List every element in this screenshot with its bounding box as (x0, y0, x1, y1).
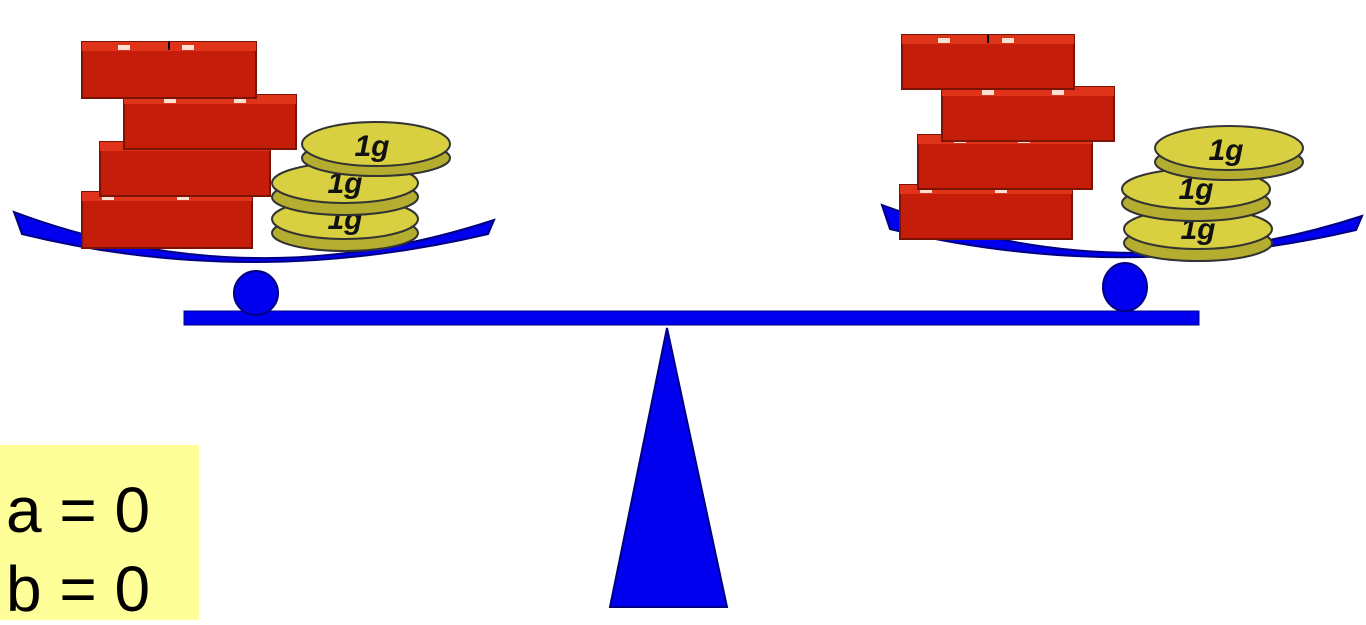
coin: 1g (302, 122, 450, 176)
brick (942, 87, 1114, 141)
variable-box: a = 0 b = 0 (0, 445, 199, 620)
left-pan-pivot (234, 271, 278, 315)
brick (900, 185, 1072, 239)
scale-beam (184, 311, 1199, 325)
brick (100, 142, 270, 196)
coin: 1g (1155, 126, 1303, 180)
left-coin-stack-icon: 1g 1g 1g (272, 122, 450, 251)
variable-a: a = 0 (6, 478, 150, 542)
right-brick-stack-icon (900, 35, 1114, 239)
coin-label: 1g (354, 130, 389, 163)
brick (82, 42, 256, 98)
scale-fulcrum (610, 328, 727, 607)
brick (918, 135, 1092, 189)
variable-b: b = 0 (6, 557, 150, 621)
brick (82, 192, 252, 248)
brick (902, 35, 1074, 89)
right-pan-pivot (1103, 263, 1147, 311)
coin-label: 1g (1208, 134, 1243, 167)
brick (124, 95, 296, 149)
left-brick-stack-icon (82, 42, 296, 248)
